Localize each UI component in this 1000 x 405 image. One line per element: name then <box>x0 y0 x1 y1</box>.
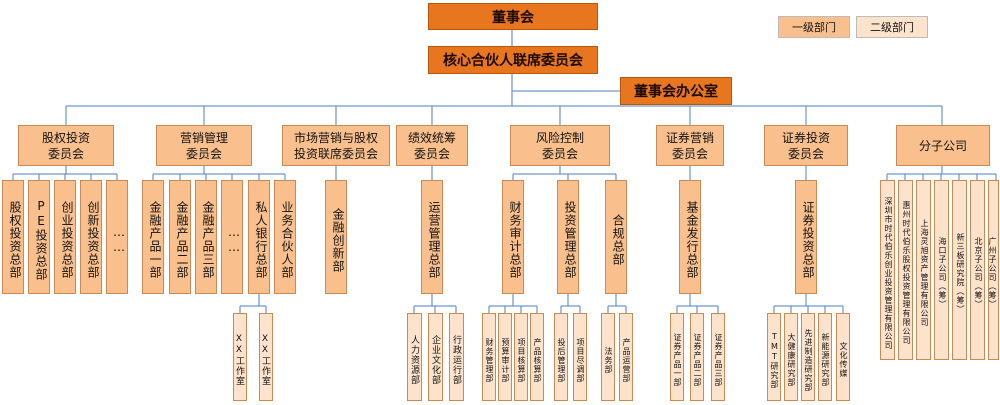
core-committee-box: 核心合伙人联席委员会 <box>428 46 598 74</box>
committee-securities-investment: 证券投资 委员会 <box>764 125 848 166</box>
dept-fund-issuance: 基金发行总部 <box>679 180 701 294</box>
sub-product-accounting: 产品核算部 <box>530 313 544 401</box>
sub-securities-product-1: 证券产品一部 <box>670 313 684 401</box>
dept-business-partner: 业务合伙人部 <box>274 180 296 294</box>
sub-healthcare-research: 大健康研究部 <box>784 313 798 401</box>
dept-innovation-investment: 创新投资总部 <box>80 180 102 294</box>
committee-equity: 股权投资 委员会 <box>18 125 114 166</box>
dept-financial-innovation: 金融创新部 <box>325 180 347 294</box>
committee-securities-marketing: 证券营销 委员会 <box>656 125 724 166</box>
board-office-box: 董事会办公室 <box>620 77 732 105</box>
sub-culture-media: 文化传媒 <box>836 313 850 401</box>
committee-performance: 绩效统筹 委员会 <box>396 125 468 166</box>
subsidiary-huizhou: 惠州时代伯乐股权投资管理有限公司 <box>898 180 913 360</box>
subsidiary-shenzhen: 深圳市时代伯乐创业投资管理有限公司 <box>880 180 895 360</box>
dept-operations-management: 运营管理总部 <box>421 180 443 294</box>
sub-budget-audit: 预算审计部 <box>498 313 512 401</box>
sub-securities-product-3: 证券产品三部 <box>711 313 725 401</box>
sub-human-resources: 人力资源部 <box>407 313 422 401</box>
dept-fin-product-3: 金融产品三部 <box>195 180 217 294</box>
sub-financial-management: 财务管理部 <box>482 313 496 401</box>
subsidiary-shanghai: 上海灵旭资产管理有限公司 <box>916 180 931 360</box>
subsidiary-guangzhou: 广州子公司（筹） <box>988 180 999 360</box>
sub-corporate-culture: 企业文化部 <box>428 313 443 401</box>
sub-project-accounting: 项目核算部 <box>514 313 528 401</box>
subsidiary-beijing: 北京子公司（筹） <box>970 180 985 360</box>
dept-venture-investment: 创业投资总部 <box>54 180 76 294</box>
dept-investment-management: 投资管理总部 <box>557 180 579 294</box>
dept-more-marketing: …… <box>221 180 243 294</box>
sub-studio-1: XX工作室 <box>233 313 247 401</box>
legend-level2: 二级部门 <box>856 16 928 38</box>
legend-level1: 一级部门 <box>778 16 850 38</box>
dept-fin-product-1: 金融产品一部 <box>142 180 164 294</box>
dept-finance-audit: 财务审计总部 <box>502 180 524 294</box>
sub-product-operations: 产品运营部 <box>619 313 633 401</box>
subsidiaries-box: 分子公司 <box>896 125 990 166</box>
sub-legal: 法务部 <box>601 313 615 401</box>
sub-advanced-manufacturing-research: 先进制造研究部 <box>801 313 815 401</box>
sub-due-diligence: 项目尽调部 <box>573 313 587 401</box>
sub-admin-operations: 行政运行部 <box>449 313 464 401</box>
sub-securities-product-2: 证券产品二部 <box>690 313 704 401</box>
sub-post-investment: 投后管理部 <box>554 313 568 401</box>
committee-market-equity-joint: 市场营销与股权 投资联席委员会 <box>282 125 390 166</box>
dept-private-banking: 私人银行总部 <box>248 180 270 294</box>
committee-risk: 风险控制 委员会 <box>510 125 610 166</box>
sub-studio-2: XX工作室 <box>259 313 273 401</box>
dept-pe-investment: PE投资总部 <box>28 180 50 294</box>
dept-fin-product-2: 金融产品二部 <box>169 180 191 294</box>
sub-new-energy-research: 新能源研究部 <box>818 313 832 401</box>
dept-equity-investment: 股权投资总部 <box>2 180 24 294</box>
dept-compliance: 合规总部 <box>605 180 627 294</box>
dept-more-equity: …… <box>106 180 128 294</box>
sub-tmt-research: TMT研究部 <box>767 313 781 401</box>
board-box: 董事会 <box>428 3 598 30</box>
dept-securities-investment: 证券投资总部 <box>795 180 817 294</box>
committee-marketing: 营销管理 委员会 <box>156 125 252 166</box>
subsidiary-neeq-institute: 新三板研究院（筹） <box>952 180 967 360</box>
subsidiary-haikou: 海口子公司（筹） <box>934 180 949 360</box>
